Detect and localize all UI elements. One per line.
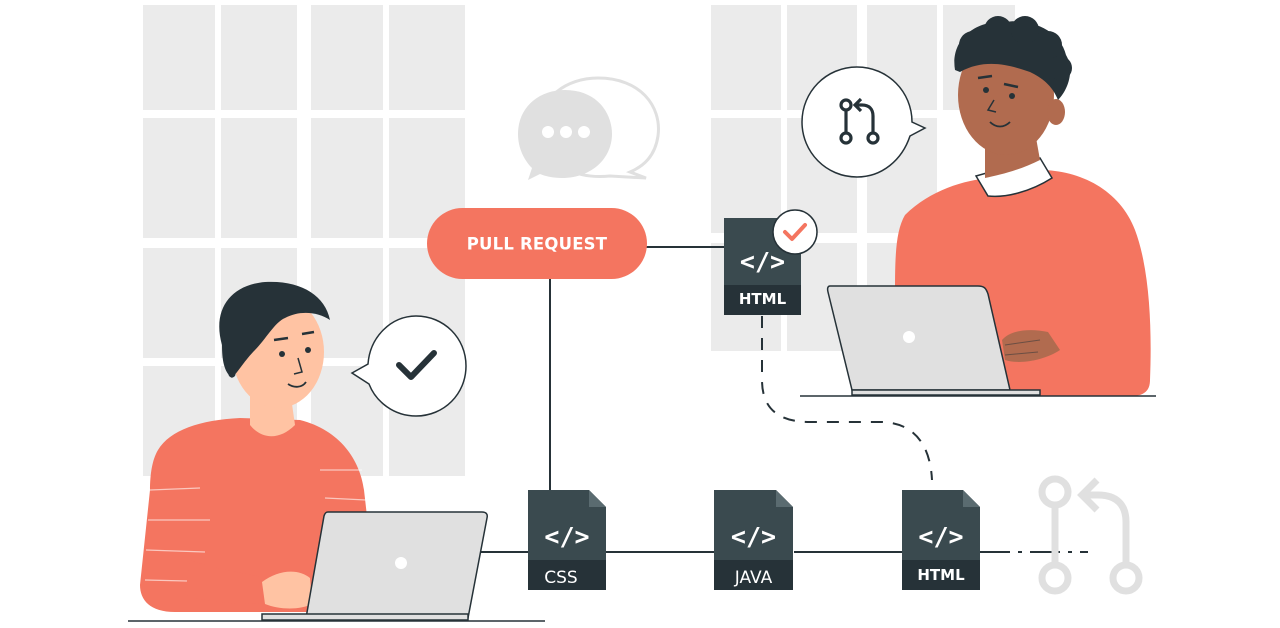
- speech-bubble: [350, 315, 467, 417]
- woman-character: [140, 281, 372, 612]
- git-pull-request-icon: [1038, 475, 1143, 595]
- file-code-glyph: </>: [918, 522, 963, 551]
- file-code-icon[interactable]: </> CSS: [528, 490, 606, 590]
- file-label: HTML: [739, 290, 787, 308]
- file-label: JAVA: [734, 568, 773, 588]
- pull-request-badge[interactable]: PULL REQUEST: [427, 208, 647, 279]
- laptop-icon: [261, 511, 488, 621]
- file-label: HTML: [917, 566, 965, 584]
- speech-bubble: [801, 66, 927, 178]
- checkmark-icon: [396, 350, 437, 380]
- connection-lines: [478, 246, 1088, 553]
- file-code-glyph: </>: [740, 247, 785, 276]
- file-code-glyph: </>: [544, 522, 589, 551]
- chat-bubbles-icon: [518, 76, 660, 180]
- laptop-icon: [826, 285, 1041, 396]
- approved-badge: [772, 209, 818, 255]
- git-pull-request-icon: [839, 97, 880, 145]
- file-code-icon[interactable]: </> JAVA: [714, 490, 793, 590]
- checkmark-icon: [783, 223, 807, 241]
- file-code-glyph: </>: [731, 522, 776, 551]
- file-label: CSS: [544, 568, 577, 588]
- file-code-icon[interactable]: </> HTML: [902, 490, 980, 590]
- pull-request-label: PULL REQUEST: [467, 235, 608, 254]
